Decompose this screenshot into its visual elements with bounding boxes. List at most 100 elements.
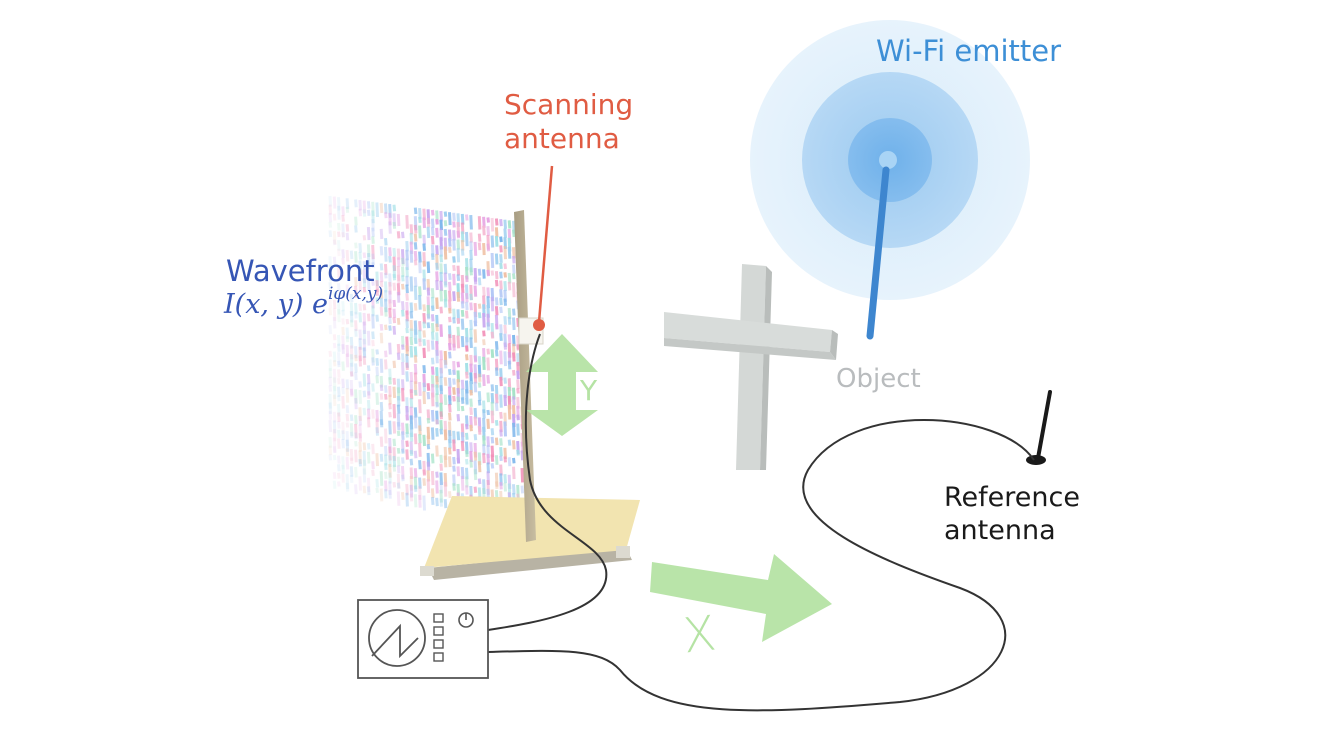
wavefront-dash [332, 368, 337, 383]
wavefront-dash [401, 457, 405, 464]
wavefront-dash [507, 220, 512, 229]
wavefront-dash [422, 278, 426, 290]
wavefront-dash [435, 349, 439, 364]
wavefront-dash [379, 471, 384, 486]
wavefront-dash [366, 391, 371, 399]
wavefront-dash [379, 228, 384, 240]
wavefront-dash [362, 485, 367, 494]
wavefront-dash [349, 371, 354, 377]
wavefront-dash [337, 481, 341, 487]
wavefront-dash [379, 263, 384, 271]
wavefront-dash [456, 431, 461, 441]
wavefront-dash [375, 427, 379, 436]
wavefront-dash [439, 271, 443, 282]
wavefront-dash [435, 227, 439, 238]
wavefront-dash [430, 470, 435, 486]
wavefront-dash [465, 397, 469, 406]
wavefront-dash [396, 491, 401, 506]
wavefront-dash [405, 319, 409, 329]
wavefront-dash [349, 336, 354, 349]
wavefront-dash [392, 377, 397, 385]
wavefront-dash [452, 221, 456, 228]
wavefront-dash [507, 246, 512, 259]
wavefront-dash [366, 278, 371, 290]
wavefront-dash [452, 387, 456, 395]
wavefront-dash [439, 306, 443, 314]
wavefront-dash [379, 453, 384, 462]
wavefront-dash [337, 420, 341, 429]
wavefront-dash [371, 409, 375, 419]
wavefront-dash [503, 342, 507, 350]
wavefront-dash [409, 328, 414, 338]
wavefront-dash [337, 377, 341, 385]
wavefront-dash [332, 308, 337, 321]
stand-wheel [420, 566, 434, 576]
wavefront-dash [503, 281, 507, 292]
wavefront-dash [469, 267, 473, 276]
wavefront-dash [405, 440, 409, 447]
wavefront-dash [366, 244, 371, 258]
wavefront-dash [448, 281, 452, 291]
wavefront-dash [388, 282, 392, 295]
wavefront-dash [354, 363, 358, 373]
wavefront-dash [358, 476, 362, 491]
wavefront-dash [366, 417, 371, 428]
wavefront-dash [435, 445, 439, 457]
wavefront-dash [452, 395, 456, 402]
wavefront-dash [345, 232, 350, 241]
wavefront-dash [494, 393, 499, 404]
wavefront-dash [384, 480, 388, 492]
wavefront-dash [494, 437, 499, 446]
wavefront-dash [448, 351, 452, 359]
wavefront-dash [443, 263, 448, 275]
wavefront-dash [486, 374, 490, 384]
wavefront-dash [341, 257, 345, 265]
wavefront-dash [388, 481, 392, 495]
wavefront-dash [482, 330, 486, 337]
wavefront-dash [345, 413, 350, 422]
wavefront-dash [512, 369, 516, 376]
wavefront-dash [366, 330, 371, 346]
wavefront-dash [384, 281, 388, 293]
wavefront-dash [358, 458, 362, 467]
wavefront-dash [379, 419, 384, 428]
wavefront-dash [328, 299, 333, 308]
wavefront-dash [512, 352, 516, 362]
wavefront-dash [354, 320, 358, 332]
wavefront-dash [371, 348, 375, 363]
wavefront-dash [499, 447, 503, 457]
wavefront-dash [422, 478, 426, 486]
wavefront-dash [503, 245, 507, 260]
wavefront-dash [477, 399, 482, 406]
wavefront-dash [499, 236, 503, 243]
wavefront-dash [448, 377, 452, 388]
wavefront-dash [379, 401, 384, 412]
wavefront-dash [482, 286, 486, 297]
wavefront-dash [490, 393, 495, 404]
wavefront-dash [456, 335, 461, 349]
wavefront-dash [366, 443, 371, 450]
wavefront-dash [435, 280, 439, 291]
wavefront-dash [499, 394, 503, 408]
wavefront-dash [422, 495, 426, 511]
wavefront-dash [366, 382, 371, 396]
wavefront-dash [405, 371, 409, 382]
wavefront-dash [354, 440, 358, 447]
wavefront-dash [345, 439, 350, 452]
wavefront-dash [337, 464, 341, 472]
wavefront-dash [396, 352, 401, 361]
wavefront-dash [332, 454, 337, 461]
wavefront-dash [405, 284, 409, 294]
wavefront-dash [328, 230, 333, 238]
wavefront-dash [337, 360, 341, 368]
wavefront-dash [460, 336, 465, 348]
wavefront-dash [332, 394, 337, 407]
wavefront-dash [349, 466, 354, 477]
wavefront-dash [337, 472, 341, 479]
wavefront-dash [366, 365, 371, 372]
wavefront-dash [401, 491, 405, 501]
wavefront-dash [460, 379, 465, 390]
wavefront-dash [362, 260, 367, 270]
wavefront-dash [362, 338, 367, 352]
wavefront-dash [503, 316, 507, 325]
